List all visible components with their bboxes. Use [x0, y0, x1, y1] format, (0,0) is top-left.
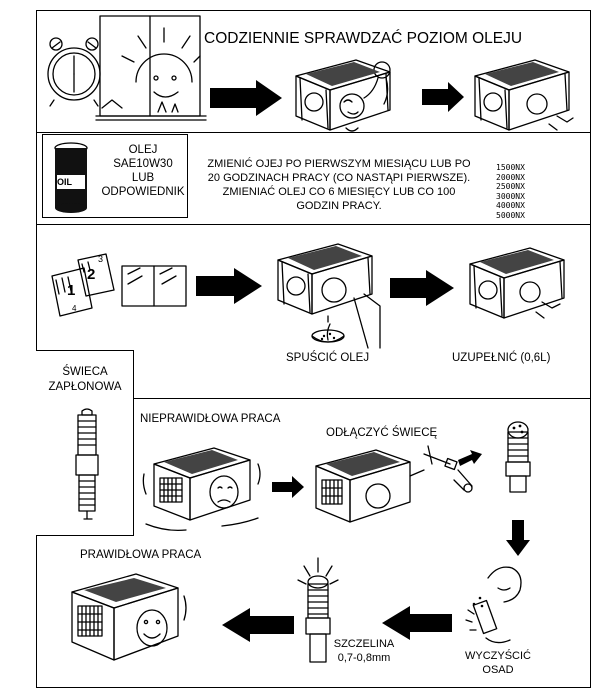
arrow-down-icon — [506, 520, 530, 556]
instruction-line: 20 GODZINACH PRACY (CO NASTĄPI PIERWSZE)… — [207, 172, 471, 184]
refill-oil-label: UZUPEŁNIĆ (0,6L) — [452, 352, 551, 364]
generator-running-illustration — [71, 573, 187, 661]
generator-oil-cap-illustration — [474, 59, 574, 131]
instruction-line: GODZIN PRACY. — [296, 200, 382, 212]
generator-check-illustration — [295, 59, 391, 132]
calendar-illustration — [51, 253, 115, 317]
section-divider — [36, 224, 591, 225]
daily-check-heading: CODZIENNIE SPRAWDZAĆ POZIOM OLEJU — [204, 30, 523, 47]
spark-plug-clean-illustration — [297, 557, 339, 663]
section-divider — [36, 398, 591, 399]
instruction-line: ZMIENIAĆ OLEJ CO 6 MIESIĘCY LUB CO 100 — [222, 186, 456, 198]
calendar-number: 3 — [98, 254, 104, 264]
oil-spec-line: SAE10W30 — [113, 158, 173, 170]
generator-faulty-illustration — [142, 447, 261, 532]
model-item: 3000NX — [496, 191, 525, 201]
arrow-right-icon — [210, 80, 282, 116]
calendar-number: 4 — [72, 304, 77, 313]
spark-plug-icon — [75, 408, 99, 520]
generator-disconnect-illustration — [315, 449, 425, 523]
gap-label-line: 0,7-0,8mm — [337, 652, 391, 664]
generator-drain-illustration — [277, 243, 381, 349]
spark-plug-box: ŚWIECA ZAPŁONOWA — [36, 350, 134, 536]
spark-plug-title-line: ZAPŁONOWA — [48, 381, 122, 393]
instruction-line: ZMIENIĆ OJEJ PO PIERWSZYM MIESIĄCU LUB P… — [207, 158, 471, 170]
hand-cleaning-plug-illustration — [465, 566, 522, 644]
oil-can-label: OIL — [57, 177, 72, 187]
instruction-frame — [36, 10, 591, 688]
window-illustration — [121, 265, 187, 307]
gap-label: SZCZELINA 0,7-0,8mm — [326, 637, 402, 665]
arrow-right-icon — [196, 268, 262, 304]
oil-spec-box: OIL OLEJ SAE10W30 LUB ODPOWIEDNIK — [42, 134, 188, 218]
arrow-right-icon — [390, 270, 454, 306]
calendar-number: 2 — [87, 266, 96, 283]
oil-change-instruction: ZMIENIĆ OJEJ PO PIERWSZYM MIESIĄCU LUB P… — [186, 157, 492, 213]
disconnect-plug-label: ODŁĄCZYĆ ŚWIECĘ — [326, 427, 438, 439]
spark-plug-title-line: ŚWIECA — [62, 366, 108, 378]
arrow-left-icon — [222, 608, 294, 642]
oil-spec-line: LUB — [131, 172, 155, 184]
model-item: 2000NX — [496, 172, 525, 182]
drain-oil-label: SPUŚCIĆ OLEJ — [286, 352, 370, 364]
clean-deposit-line: OSAD — [482, 664, 514, 676]
model-item: 1500NX — [496, 163, 525, 172]
gap-label-line: SZCZELINA — [333, 638, 395, 650]
incorrect-operation-label: NIEPRAWIDŁOWA PRACA — [140, 413, 281, 425]
oil-spec-line: OLEJ — [128, 144, 158, 156]
spark-plug-dirty-illustration — [505, 421, 531, 493]
generator-refill-illustration — [469, 247, 565, 319]
arrow-right-icon — [422, 82, 464, 112]
oil-spec-line: ODPOWIEDNIK — [101, 186, 185, 198]
oil-spec-text: OLEJ SAE10W30 LUB ODPOWIEDNIK — [99, 143, 187, 199]
model-item: 2500NX — [496, 182, 525, 192]
correct-operation-label: PRAWIDŁOWA PRACA — [80, 549, 202, 561]
clean-deposit-line: WYCZYŚCIĆ — [465, 650, 531, 662]
arrow-right-icon — [272, 476, 304, 498]
oil-can-icon — [54, 142, 88, 213]
clean-deposit-label: WYCZYŚCIĆ OSAD — [452, 649, 544, 677]
model-list: 1500NX 2000NX 2500NX 3000NX 4000NX 5000N… — [496, 163, 525, 221]
spark-plug-wrench-illustration — [423, 445, 482, 493]
model-item: 5000NX — [496, 210, 525, 220]
arrow-left-icon — [382, 606, 452, 640]
spark-plug-title: ŚWIECA ZAPŁONOWA — [36, 365, 134, 395]
section-divider — [36, 132, 591, 133]
morning-window-illustration — [47, 15, 207, 121]
calendar-number: 1 — [67, 282, 76, 299]
model-item: 4000NX — [496, 201, 525, 211]
